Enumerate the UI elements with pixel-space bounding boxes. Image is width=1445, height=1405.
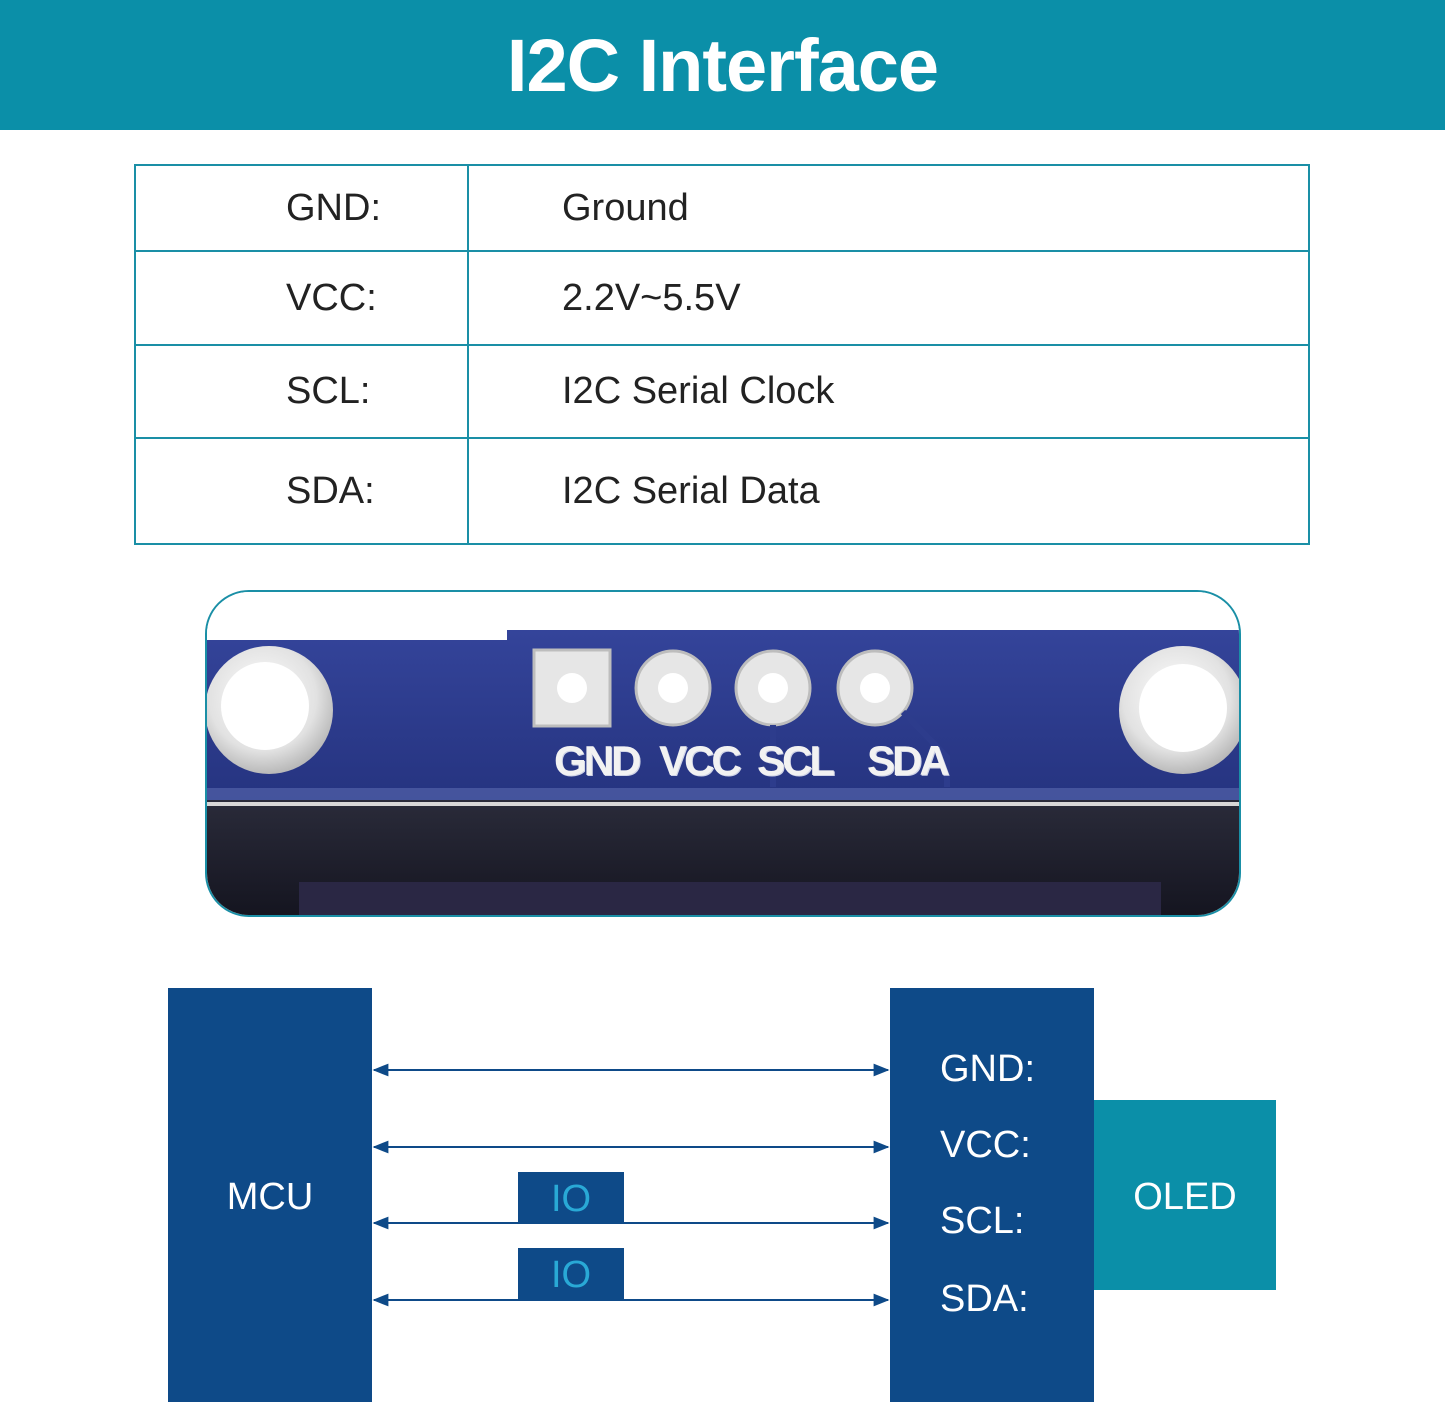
- io-label-sda: IO: [518, 1248, 624, 1300]
- pin-table: GND: Ground VCC: 2.2V~5.5V SCL: I2C Seri…: [134, 164, 1310, 545]
- table-row: SCL: I2C Serial Clock: [134, 344, 1310, 439]
- mcu-label: MCU: [226, 1176, 314, 1218]
- pin-description: I2C Serial Data: [467, 437, 1310, 545]
- board-illustration: [207, 592, 1239, 915]
- pin-label-gnd: GND:: [940, 1048, 1035, 1090]
- oled-pin-block: GND: VCC: SCL: SDA:: [890, 988, 1094, 1402]
- silk-label: SDA: [867, 737, 950, 784]
- silk-label: SCL: [757, 737, 835, 784]
- silk-label: VCC: [659, 737, 742, 784]
- pin-name: GND:: [134, 164, 469, 252]
- pin-description: I2C Serial Clock: [467, 344, 1310, 439]
- pin-label-sda: SDA:: [940, 1278, 1029, 1320]
- pin-description: 2.2V~5.5V: [467, 250, 1310, 346]
- pin-name: SCL:: [134, 344, 469, 439]
- silk-label: GND: [554, 737, 641, 784]
- oled-label: OLED: [1133, 1176, 1237, 1218]
- pcb: [207, 630, 1239, 804]
- pin-name: VCC:: [134, 250, 469, 346]
- io-label-scl: IO: [518, 1172, 624, 1224]
- pin-description: Ground: [467, 164, 1310, 252]
- page-title: I2C Interface: [506, 23, 939, 107]
- table-row: GND: Ground: [134, 164, 1310, 252]
- table-row: SDA: I2C Serial Data: [134, 437, 1310, 545]
- pin-name: SDA:: [134, 437, 469, 545]
- oled-block: OLED: [1094, 1100, 1276, 1290]
- board-photo: GND VCC SCL SDA: [205, 590, 1241, 917]
- pin-label-vcc: VCC:: [940, 1124, 1031, 1166]
- mcu-block: MCU: [168, 988, 372, 1402]
- table-row: VCC: 2.2V~5.5V: [134, 250, 1310, 346]
- title-banner: I2C Interface: [0, 0, 1445, 130]
- pin-label-scl: SCL:: [940, 1200, 1025, 1242]
